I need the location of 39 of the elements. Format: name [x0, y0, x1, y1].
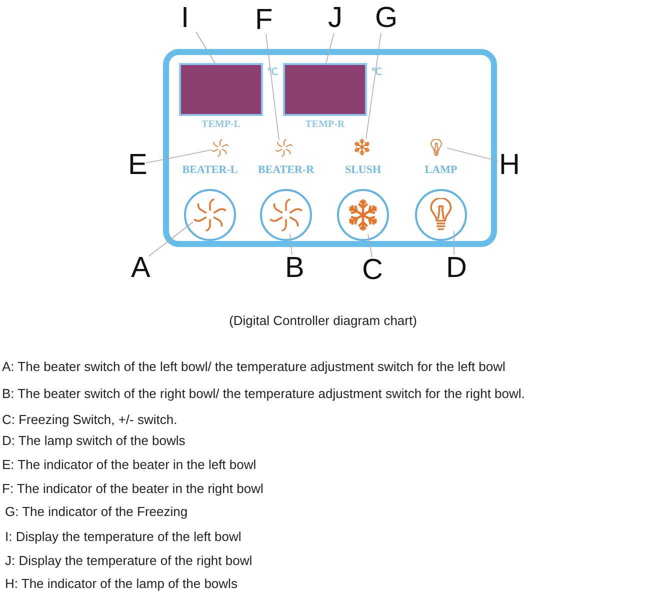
description-line: E: The indicator of the beater in the left bowl: [2, 457, 256, 472]
button-label: LAMP: [424, 164, 458, 176]
description-line: A: The beater switch of the left bowl/ the temperature adjustment switch for the left bowl: [2, 359, 506, 374]
description-line: H: The indicator of the lamp of the bowls: [5, 576, 238, 591]
leader-line: [446, 148, 498, 162]
description-line: F: The indicator of the beater in the right bowl: [2, 481, 264, 496]
description-line: I: Display the temperature of the left bowl: [5, 529, 242, 544]
description-line: J: Display the temperature of the right bowl: [5, 553, 252, 568]
callout-letter: J: [328, 3, 342, 33]
callout-letter: A: [131, 253, 150, 283]
leader-line: [266, 34, 280, 140]
unit-label: ℃: [267, 67, 278, 78]
callout-letter: D: [446, 253, 467, 283]
callout-letter: B: [285, 253, 304, 283]
callout-letter: C: [362, 255, 383, 285]
leader-line: [196, 32, 216, 64]
description-line: D: The lamp switch of the bowls: [2, 433, 186, 448]
leader-line: [290, 234, 292, 256]
control-panel: [163, 49, 497, 247]
button-label: BEATER-R: [256, 164, 316, 176]
unit-label: ℃: [371, 67, 382, 78]
button-label: SLUSH: [344, 164, 382, 176]
description-line: B: The beater switch of the right bowl/ the temperature adjustment switch for the right bowl.: [2, 386, 525, 401]
leader-line: [148, 222, 194, 256]
callout-letter: H: [499, 150, 520, 180]
callout-letter: F: [255, 5, 273, 35]
callout-letter: E: [128, 150, 148, 180]
leader-line: [146, 150, 212, 164]
caption: (Digital Controller diagram chart): [228, 313, 418, 328]
description-line: C: Freezing Switch, +/- switch.: [2, 412, 178, 427]
callout-letter: G: [375, 3, 398, 33]
display-label: TEMP-L: [200, 119, 242, 130]
callout-letter: I: [181, 3, 190, 33]
description-line: G: The indicator of the Freezing: [5, 504, 188, 519]
leader-line: [368, 234, 372, 258]
button-label: BEATER-L: [181, 164, 239, 176]
leader-line: [326, 32, 334, 64]
leader-line: [366, 32, 382, 140]
display-label: TEMP-R: [304, 119, 346, 130]
